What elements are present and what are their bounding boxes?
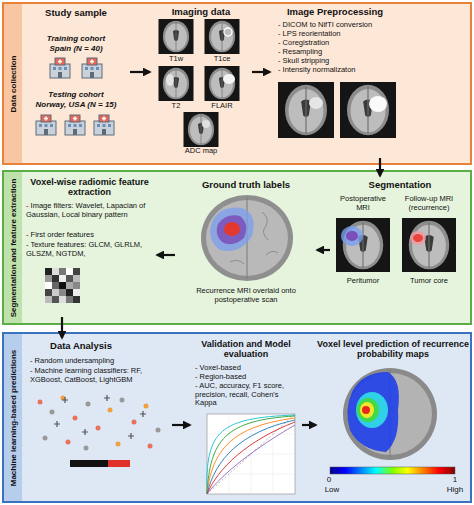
panel-heading: Voxel-wise radiomic feature extraction [22,177,157,198]
panel-text: - Region-based [195,373,300,382]
panel-text: - Intensity normalizaton [278,66,428,75]
stage-band: Machine learning-based predictionsData A… [2,332,472,503]
panel-heading: Study sample [22,8,130,19]
panel-text: Follow-up MRI (recurrence) [398,195,460,212]
step-panel: Data Analysis - Random undersampling- Mac… [22,338,172,500]
scale-label: 0 [322,476,336,485]
panel-text: - AUC, accuracy, F1 score, precision, re… [195,382,300,408]
panel-heading: Image Preprocessing [270,7,400,18]
step-panel: Image Preprocessing - DICOM to NifTI conv… [270,4,470,158]
panel-text: Peritumor [333,277,393,286]
panel-text: T2 [156,102,196,111]
scale-label: 1 [448,476,462,485]
scale-label: Low [316,486,348,495]
stage-band: Segmentation and feature extractionVoxel… [2,170,472,325]
panel-text: Training cohort [22,34,130,43]
panel-text: - Voxel-based [195,364,300,373]
band-title: Segmentation and feature extraction [4,172,22,323]
stage-band: Data collectionStudy sampleTraining coho… [2,2,472,165]
panel-text: - Machine learning classifiers: RF, XGBo… [30,367,170,384]
panel-text: Postoperative MRI [333,195,393,212]
panel-heading: Validation and Model evaluation [190,339,302,360]
panel-text: Norway, USA (N = 15) [22,100,130,109]
panel-heading: Imaging data [150,7,252,18]
panel-text: - First order features [26,231,154,240]
panel-text: T1w [156,55,196,64]
step-panel: Imaging dataT1w T1ceT2 FLAIR ADC map [150,4,252,158]
panel-text: - Coregistration [278,39,428,48]
step-panel: SegmentationPostoperative MRI Follow-up M… [330,176,470,322]
panel-text: - Image filters: Wavelet, Lapacian of Ga… [26,202,154,219]
panel-text: Recurrence MRI overlaid onto postoperati… [182,287,310,304]
scale-label: High [438,486,472,495]
band-title: Machine learning-based predictions [4,334,22,501]
panel-heading: Ground truth labels [175,180,317,191]
step-panel: Validation and Model evaluation - Voxel-b… [190,336,302,500]
panel-heading: Voxel level prediction of recurrence pro… [316,339,470,360]
panel-heading: Segmentation [330,180,470,191]
band-title: Data collection [4,4,22,163]
step-panel: Voxel level prediction of recurrence pro… [316,336,470,500]
panel-text: - Random undersampling [30,357,170,366]
panel-text: Tumor core [399,277,459,286]
panel-text: T1ce [202,55,242,64]
panel-text: Spain (N = 40) [22,44,130,53]
panel-text: ADC map [176,147,226,156]
panel-text: - LPS reorientation [278,30,428,39]
step-panel: Ground truth labelsRecurrence MRI overla… [175,173,317,319]
panel-heading: Data Analysis [26,341,136,352]
panel-text: - Texture features: GLCM, GLRLM, GLSZM, … [26,241,154,258]
panel-text: - Skull stripping [278,57,428,66]
step-panel: Voxel-wise radiomic feature extraction - … [22,173,157,317]
step-panel: Study sampleTraining cohortSpain (N = 40… [22,4,130,158]
panel-text: - DICOM to NifTI conversion [278,21,428,30]
panel-text: FLAIR [202,102,242,111]
panel-text: Testing cohort [22,90,130,99]
panel-text: - Resampling [278,48,428,57]
